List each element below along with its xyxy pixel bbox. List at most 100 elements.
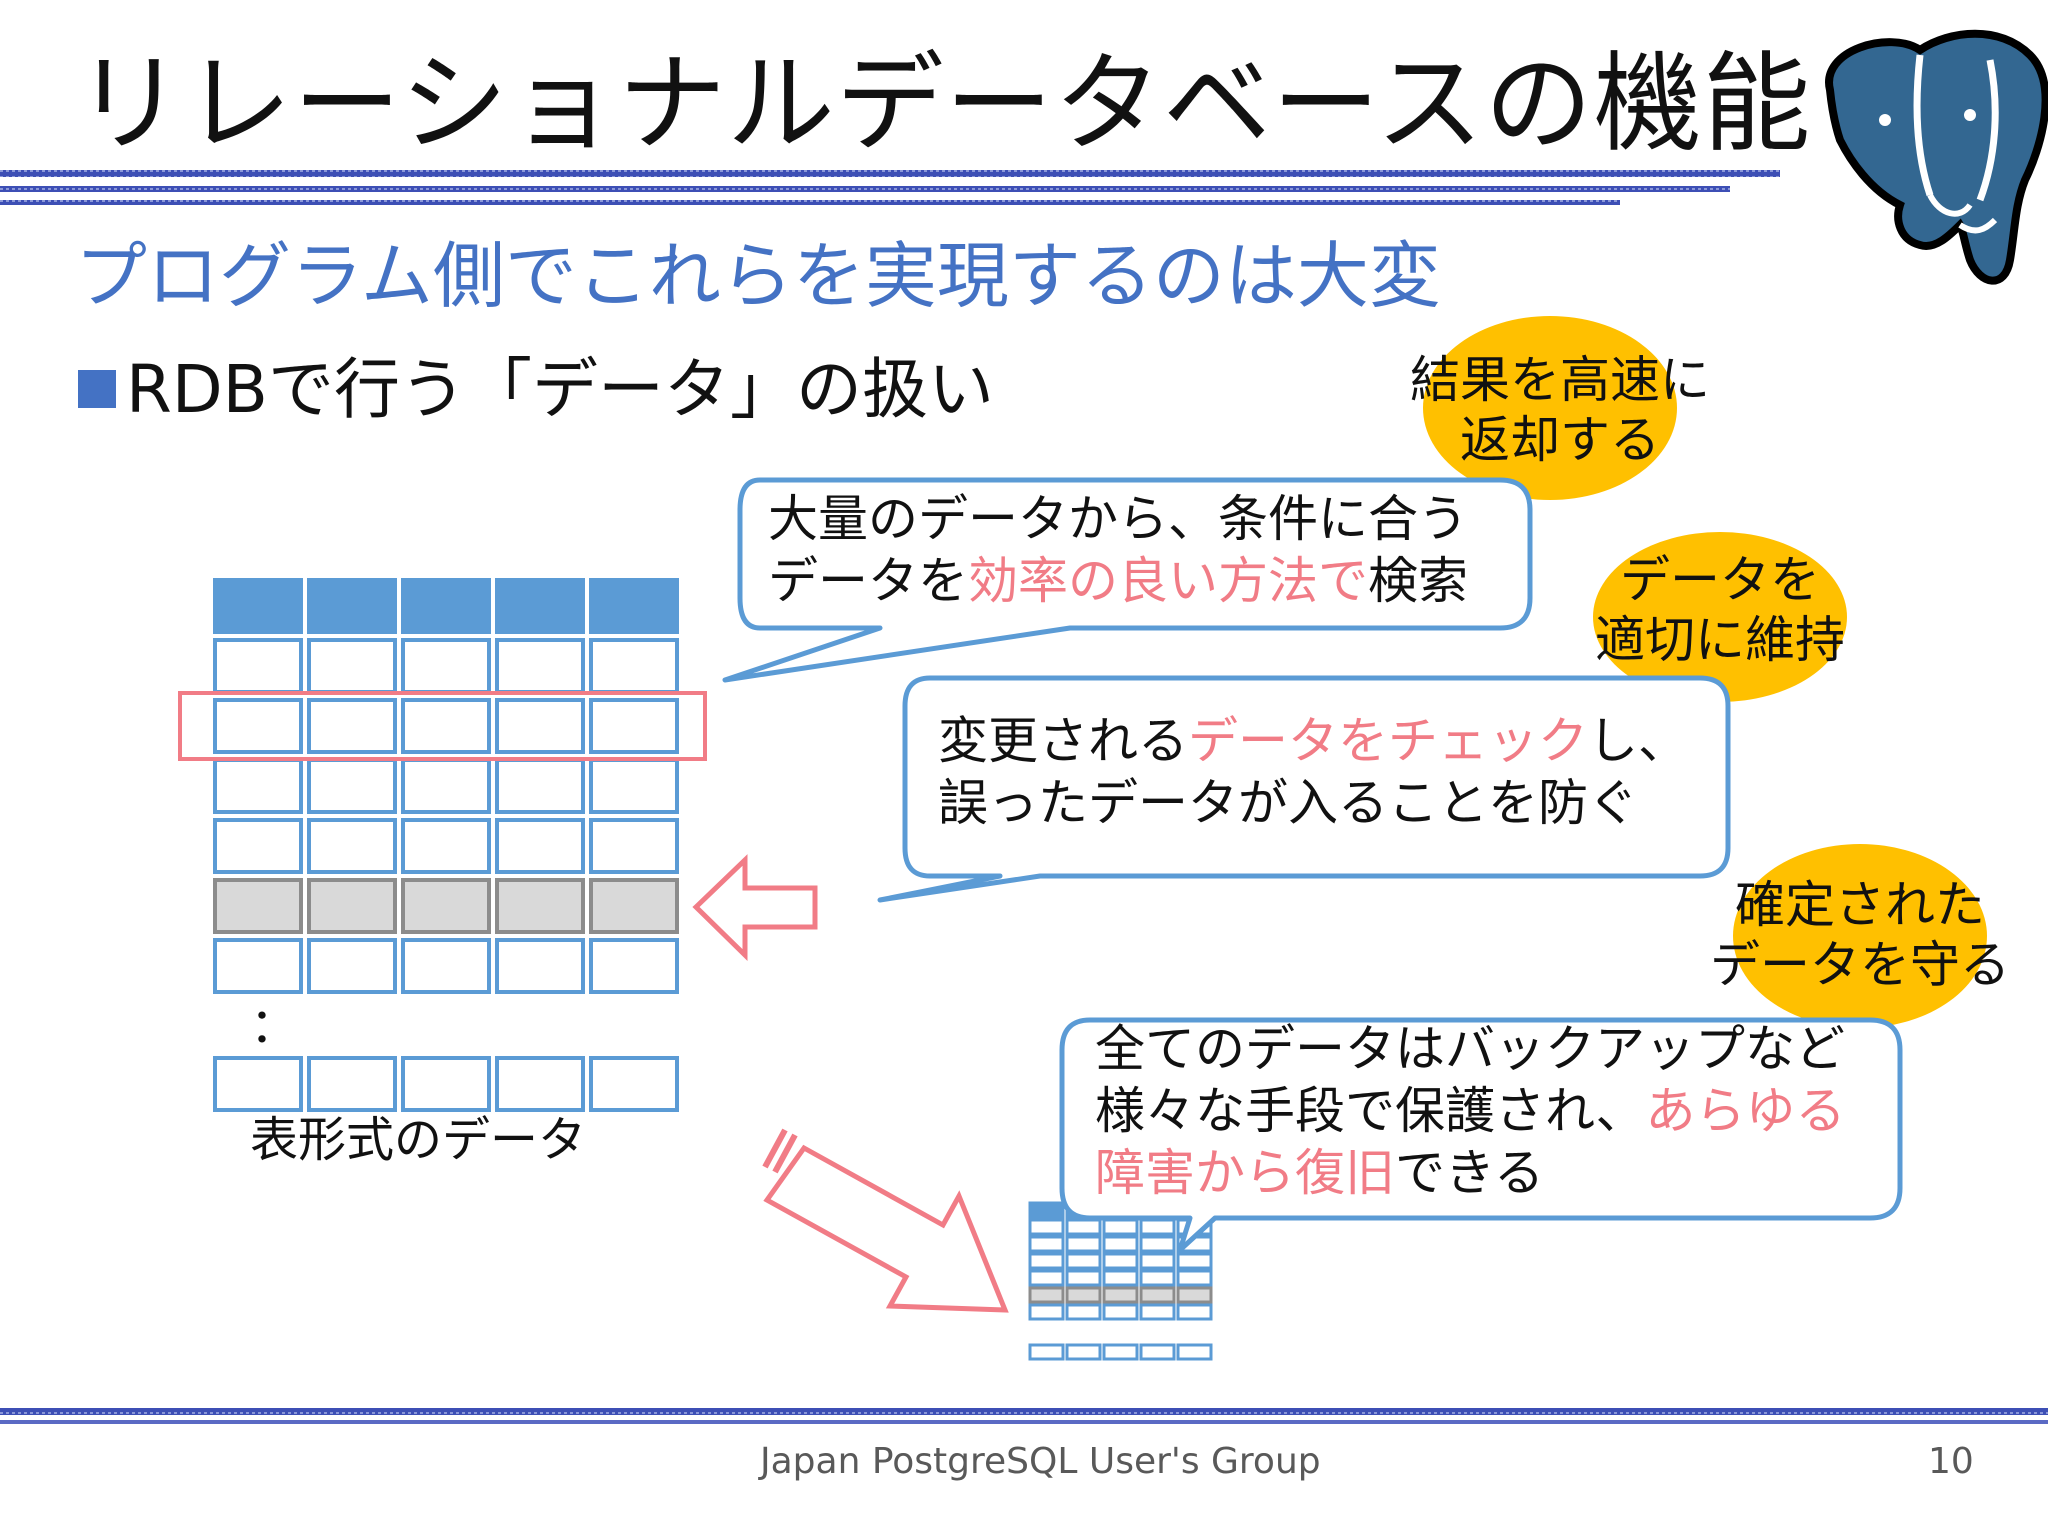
table-cell [589, 1056, 679, 1112]
table-cell [589, 818, 679, 874]
table-cell [1028, 1286, 1065, 1304]
oval-protect-bg [1733, 844, 1987, 1028]
table-cell [401, 878, 491, 934]
table-cell [1102, 1286, 1139, 1304]
oval-fast-bg [1423, 316, 1677, 500]
table-cell [213, 578, 303, 634]
small-table [1028, 1201, 1213, 1361]
table-cell [1065, 1343, 1102, 1361]
footer-rule [0, 1408, 2048, 1424]
table-cell [495, 938, 585, 994]
table-cell [1028, 1303, 1065, 1321]
table-cell [307, 578, 397, 634]
table-cell [401, 758, 491, 814]
table-cell [213, 638, 303, 694]
callout-backup-frame [1059, 1017, 1903, 1253]
callout-search-line1: 大量のデータから、条件に合う [768, 490, 1468, 548]
oval-protect-line2: データを守る [1710, 936, 2010, 994]
table-cell [1176, 1343, 1213, 1361]
table-cell [1139, 1252, 1176, 1270]
callout-check-line2: 誤ったデータが入ることを防ぐ [938, 774, 1638, 832]
table-cell [213, 758, 303, 814]
hollow-left-arrow-icon [692, 854, 818, 961]
highlight-row-frame [178, 691, 707, 761]
table-cell [589, 698, 679, 754]
table-cell [307, 938, 397, 994]
large-table [213, 578, 679, 1112]
slide-subtitle: プログラム側でこれらを実現するのは大変 [75, 234, 1441, 318]
table-cell [1176, 1252, 1213, 1270]
callout-check: 変更されるデータをチェックし、 誤ったデータが入ることを防ぐ [938, 710, 1688, 834]
table-cell [1102, 1252, 1139, 1270]
table-cell [589, 938, 679, 994]
table-cell [1065, 1269, 1102, 1287]
callout-check-suffix: し、 [1588, 712, 1688, 770]
oval-protect: 確定された データを守る [1700, 875, 2020, 995]
bullet-text: RDBで行う「データ」の扱い [126, 351, 994, 428]
table-cell [589, 758, 679, 814]
table-cell [213, 698, 303, 754]
callout-check-frame [877, 675, 1731, 903]
oval-maintain-bg [1593, 532, 1847, 702]
callout-backup-line1: 全てのデータはバックアップなど [1095, 1020, 1845, 1078]
callout-check-line1: 変更されるデータをチェックし、 [938, 710, 1688, 772]
table-cell [401, 1056, 491, 1112]
table-cell [1065, 1218, 1102, 1236]
table-cell [495, 878, 585, 934]
title-underline [0, 170, 1780, 205]
bullet-square-icon [78, 370, 116, 408]
callout-backup-suffix: できる [1395, 1144, 1544, 1202]
page-number: 10 [1928, 1441, 1974, 1482]
footer-group-name: Japan PostgreSQL User's Group [760, 1441, 1321, 1482]
table-cell [1102, 1343, 1139, 1361]
table-cell [401, 638, 491, 694]
table-cell [307, 1056, 397, 1112]
table-cell [1028, 1201, 1065, 1219]
table-cell [307, 818, 397, 874]
callout-search-highlight: 効率の良い方法で [968, 552, 1368, 610]
table-cell [307, 698, 397, 754]
callout-search-line2: データを効率の良い方法で検索 [768, 550, 1468, 612]
table-cell [213, 878, 303, 934]
table-cell [1102, 1218, 1139, 1236]
oval-maintain-line1: データを [1620, 551, 1820, 609]
callout-backup-highlight2: 障害から復旧 [1095, 1144, 1395, 1202]
table-caption: 表形式のデータ [250, 1112, 587, 1168]
table-cell [1102, 1269, 1139, 1287]
callout-search-prefix: データを [768, 552, 968, 610]
table-cell [401, 818, 491, 874]
callout-search-frame [722, 477, 1533, 683]
callout-search: 大量のデータから、条件に合う データを効率の良い方法で検索 [768, 488, 1468, 612]
table-cell [1065, 1303, 1102, 1321]
table-cell [589, 878, 679, 934]
callout-check-highlight: データをチェック [1188, 712, 1588, 770]
table-cell [1102, 1235, 1139, 1253]
table-cell [1139, 1269, 1176, 1287]
table-cell [495, 1056, 585, 1112]
table-cell [1139, 1343, 1176, 1361]
table-cell [589, 578, 679, 634]
table-cell [1028, 1218, 1065, 1236]
table-cell [213, 1056, 303, 1112]
table-cell [213, 818, 303, 874]
table-cell [307, 878, 397, 934]
callout-check-prefix: 変更される [938, 712, 1188, 770]
oval-fast-line2: 返却する [1460, 411, 1660, 469]
postgresql-elephant-icon [1825, 29, 2048, 285]
table-cell [495, 758, 585, 814]
oval-fast-line1: 結果を高速に [1410, 351, 1710, 409]
table-cell [213, 938, 303, 994]
callout-backup-prefix: 様々な手段で保護され、 [1095, 1082, 1646, 1140]
hollow-down-right-arrow-icon [762, 1128, 1009, 1313]
table-cell [1139, 1286, 1176, 1304]
table-cell [1028, 1343, 1065, 1361]
callout-backup-highlight: あらゆる [1645, 1082, 1846, 1140]
table-cell [1028, 1252, 1065, 1270]
table-cell [1065, 1286, 1102, 1304]
table-cell [1176, 1286, 1213, 1304]
oval-maintain: データを 適切に維持 [1560, 550, 1880, 670]
callout-search-suffix: 検索 [1368, 552, 1468, 610]
table-cell [1028, 1235, 1065, 1253]
